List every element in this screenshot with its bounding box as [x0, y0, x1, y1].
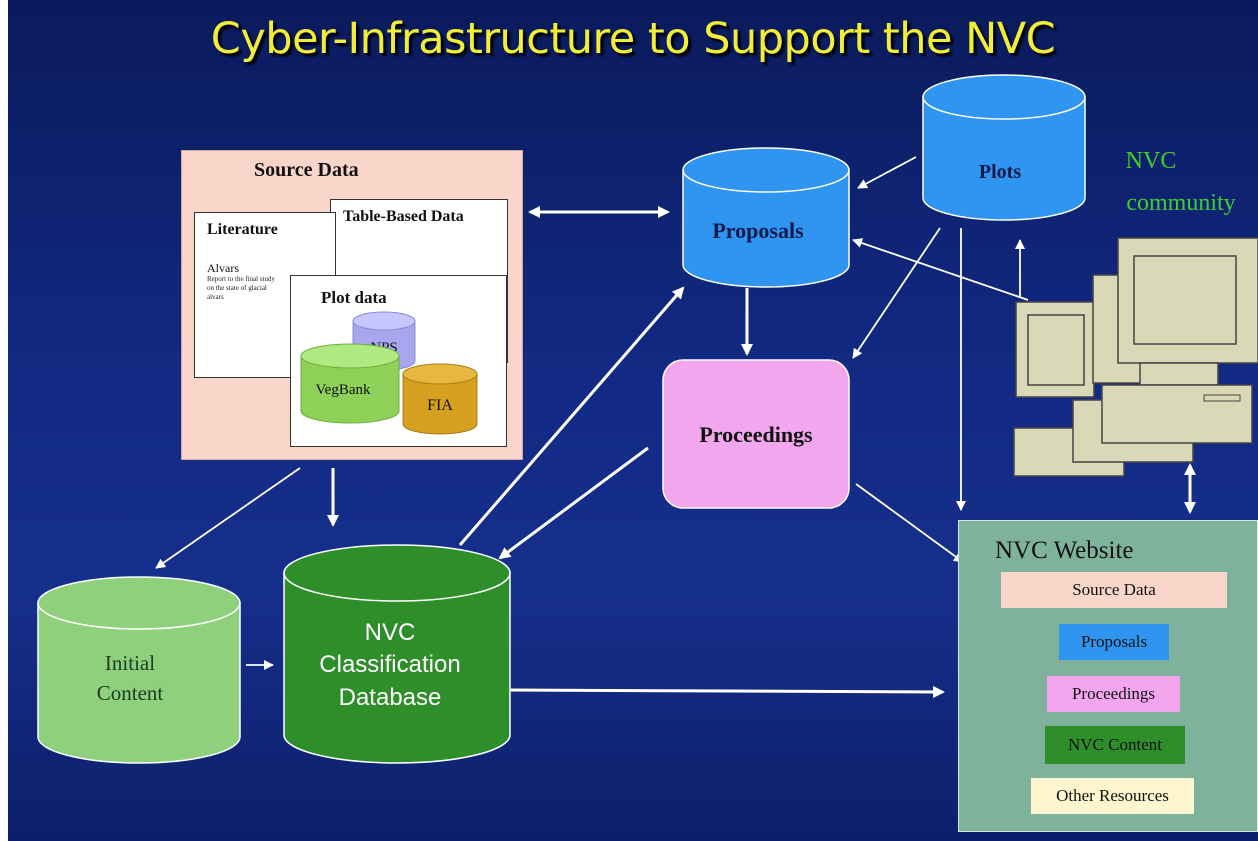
source-data-heading: Source Data	[254, 159, 359, 181]
literature-sample-title: Alvars	[207, 261, 239, 275]
proposals-label: Proposals	[712, 218, 804, 243]
fia-label: FIA	[427, 397, 453, 414]
fia-cylinder: FIA	[402, 363, 478, 435]
arrow-community-proposals	[852, 238, 1029, 301]
table-based-data-heading: Table-Based Data	[343, 208, 464, 225]
arrow-plots-proceedings	[852, 227, 941, 359]
computer-icon	[1013, 237, 1258, 477]
arrow-database-website	[502, 685, 945, 698]
source-data-panel: Source Data Table-Based Data Literature …	[181, 150, 523, 460]
community-label-1: NVC	[1126, 148, 1177, 174]
website-item-other-resources: Other Resources	[1031, 778, 1194, 814]
diagram-canvas: Cyber-Infrastructure to Support the NVC …	[8, 0, 1258, 841]
plots-label: Plots	[979, 161, 1021, 183]
website-item-proceedings: Proceedings	[1047, 676, 1180, 712]
classification-database-cylinder: NVC Classification Database	[283, 544, 511, 764]
proceedings-box: Proceedings	[662, 359, 850, 509]
proceedings-label: Proceedings	[699, 422, 813, 447]
website-item-nvc-content: NVC Content	[1045, 726, 1185, 764]
proposals-cylinder: Proposals	[682, 147, 850, 288]
arrow-proceedings-website	[855, 483, 964, 563]
arrow-database-proposals	[458, 286, 685, 546]
arrow-plots-proposals	[857, 156, 917, 189]
plots-cylinder: Plots	[922, 74, 1086, 221]
nvc-website-box: NVC Website Source Data Proposals Procee…	[958, 520, 1258, 832]
initial-content-cylinder: Initial Content	[37, 576, 241, 764]
database-label-1: NVC	[365, 619, 416, 646]
vegbank-label: VegBank	[316, 382, 371, 398]
initial-content-label-2: Content	[97, 681, 164, 705]
literature-heading: Literature	[207, 221, 278, 238]
website-item-proposals: Proposals	[1059, 624, 1169, 660]
community-label-2: community	[1126, 190, 1235, 216]
arrow-proceedings-database	[498, 446, 649, 560]
database-label-3: Database	[339, 684, 442, 711]
plot-data-card: Plot data NPS VegBank FIA	[290, 275, 507, 447]
vegbank-cylinder: VegBank	[300, 343, 400, 424]
diagram-title: Cyber-Infrastructure to Support the NVC	[210, 14, 1056, 64]
database-label-2: Classification	[319, 651, 460, 678]
arrow-source-initial	[155, 467, 301, 569]
website-item-source-data: Source Data	[1001, 572, 1227, 608]
initial-content-label-1: Initial	[105, 651, 155, 675]
literature-sample-text: Report to the final study on the state o…	[207, 275, 276, 301]
plot-data-cylinders: NPS VegBank FIA	[300, 311, 478, 435]
website-heading: NVC Website	[995, 537, 1134, 564]
diagram-svg: Proposals Plots Proceedings Initial Cont…	[37, 74, 1258, 764]
plot-data-heading: Plot data	[321, 288, 387, 307]
